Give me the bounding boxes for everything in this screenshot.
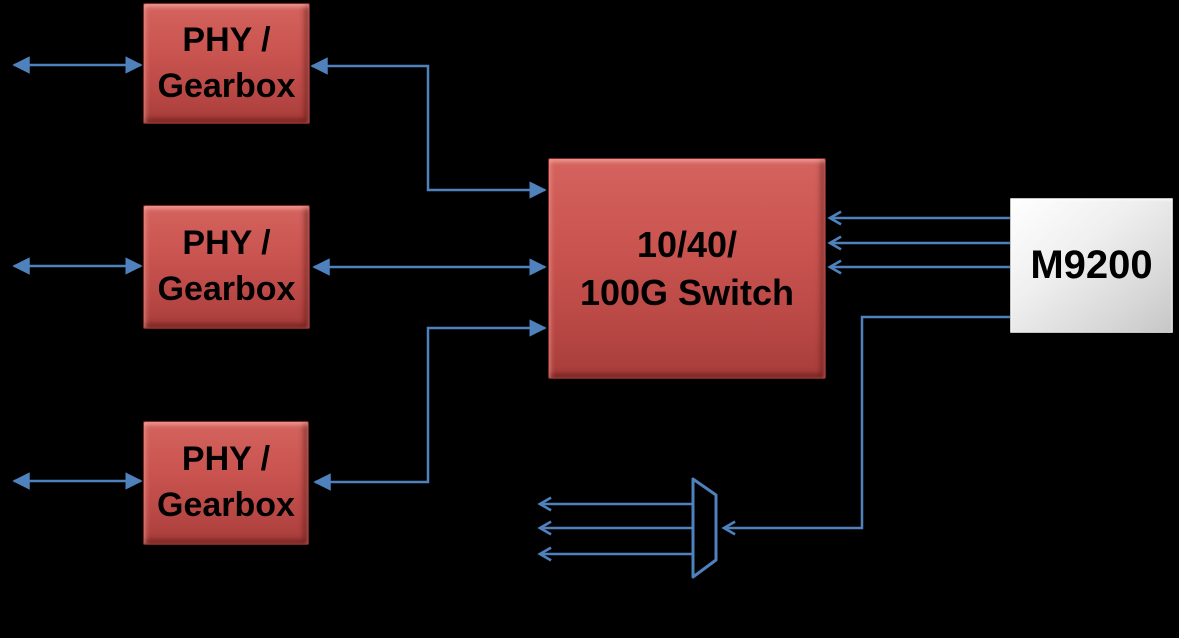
phy1-switch-link [310, 57, 547, 199]
switch-label-line2: 100G Switch [579, 271, 795, 313]
phy-gearbox-2-label-line2: Gearbox [157, 270, 296, 308]
mux-symbol [691, 477, 718, 579]
m9200-label: M9200 [1030, 243, 1153, 287]
phy-gearbox-1-label-line1: PHY / [182, 20, 271, 59]
m9200-box: M9200 [1010, 198, 1173, 333]
m9200-mux-link [724, 315, 1010, 528]
phy-gearbox-box-3: PHY / Gearbox [143, 421, 309, 545]
phy-gearbox-1-label-line2: Gearbox [157, 66, 296, 105]
phy-gearbox-2-label-line1: PHY / [182, 224, 271, 263]
switch-box: 10/40/ 100G Switch [548, 158, 826, 379]
switch-label-line1: 10/40/ [636, 223, 738, 265]
phy-gearbox-box-1: PHY / Gearbox [143, 3, 310, 124]
phy-gearbox-3-label-line1: PHY / [181, 440, 271, 479]
phy3-switch-link [313, 319, 547, 491]
phy-gearbox-box-2: PHY / Gearbox [143, 205, 310, 329]
phy-gearbox-3-label-line2: Gearbox [157, 486, 295, 524]
